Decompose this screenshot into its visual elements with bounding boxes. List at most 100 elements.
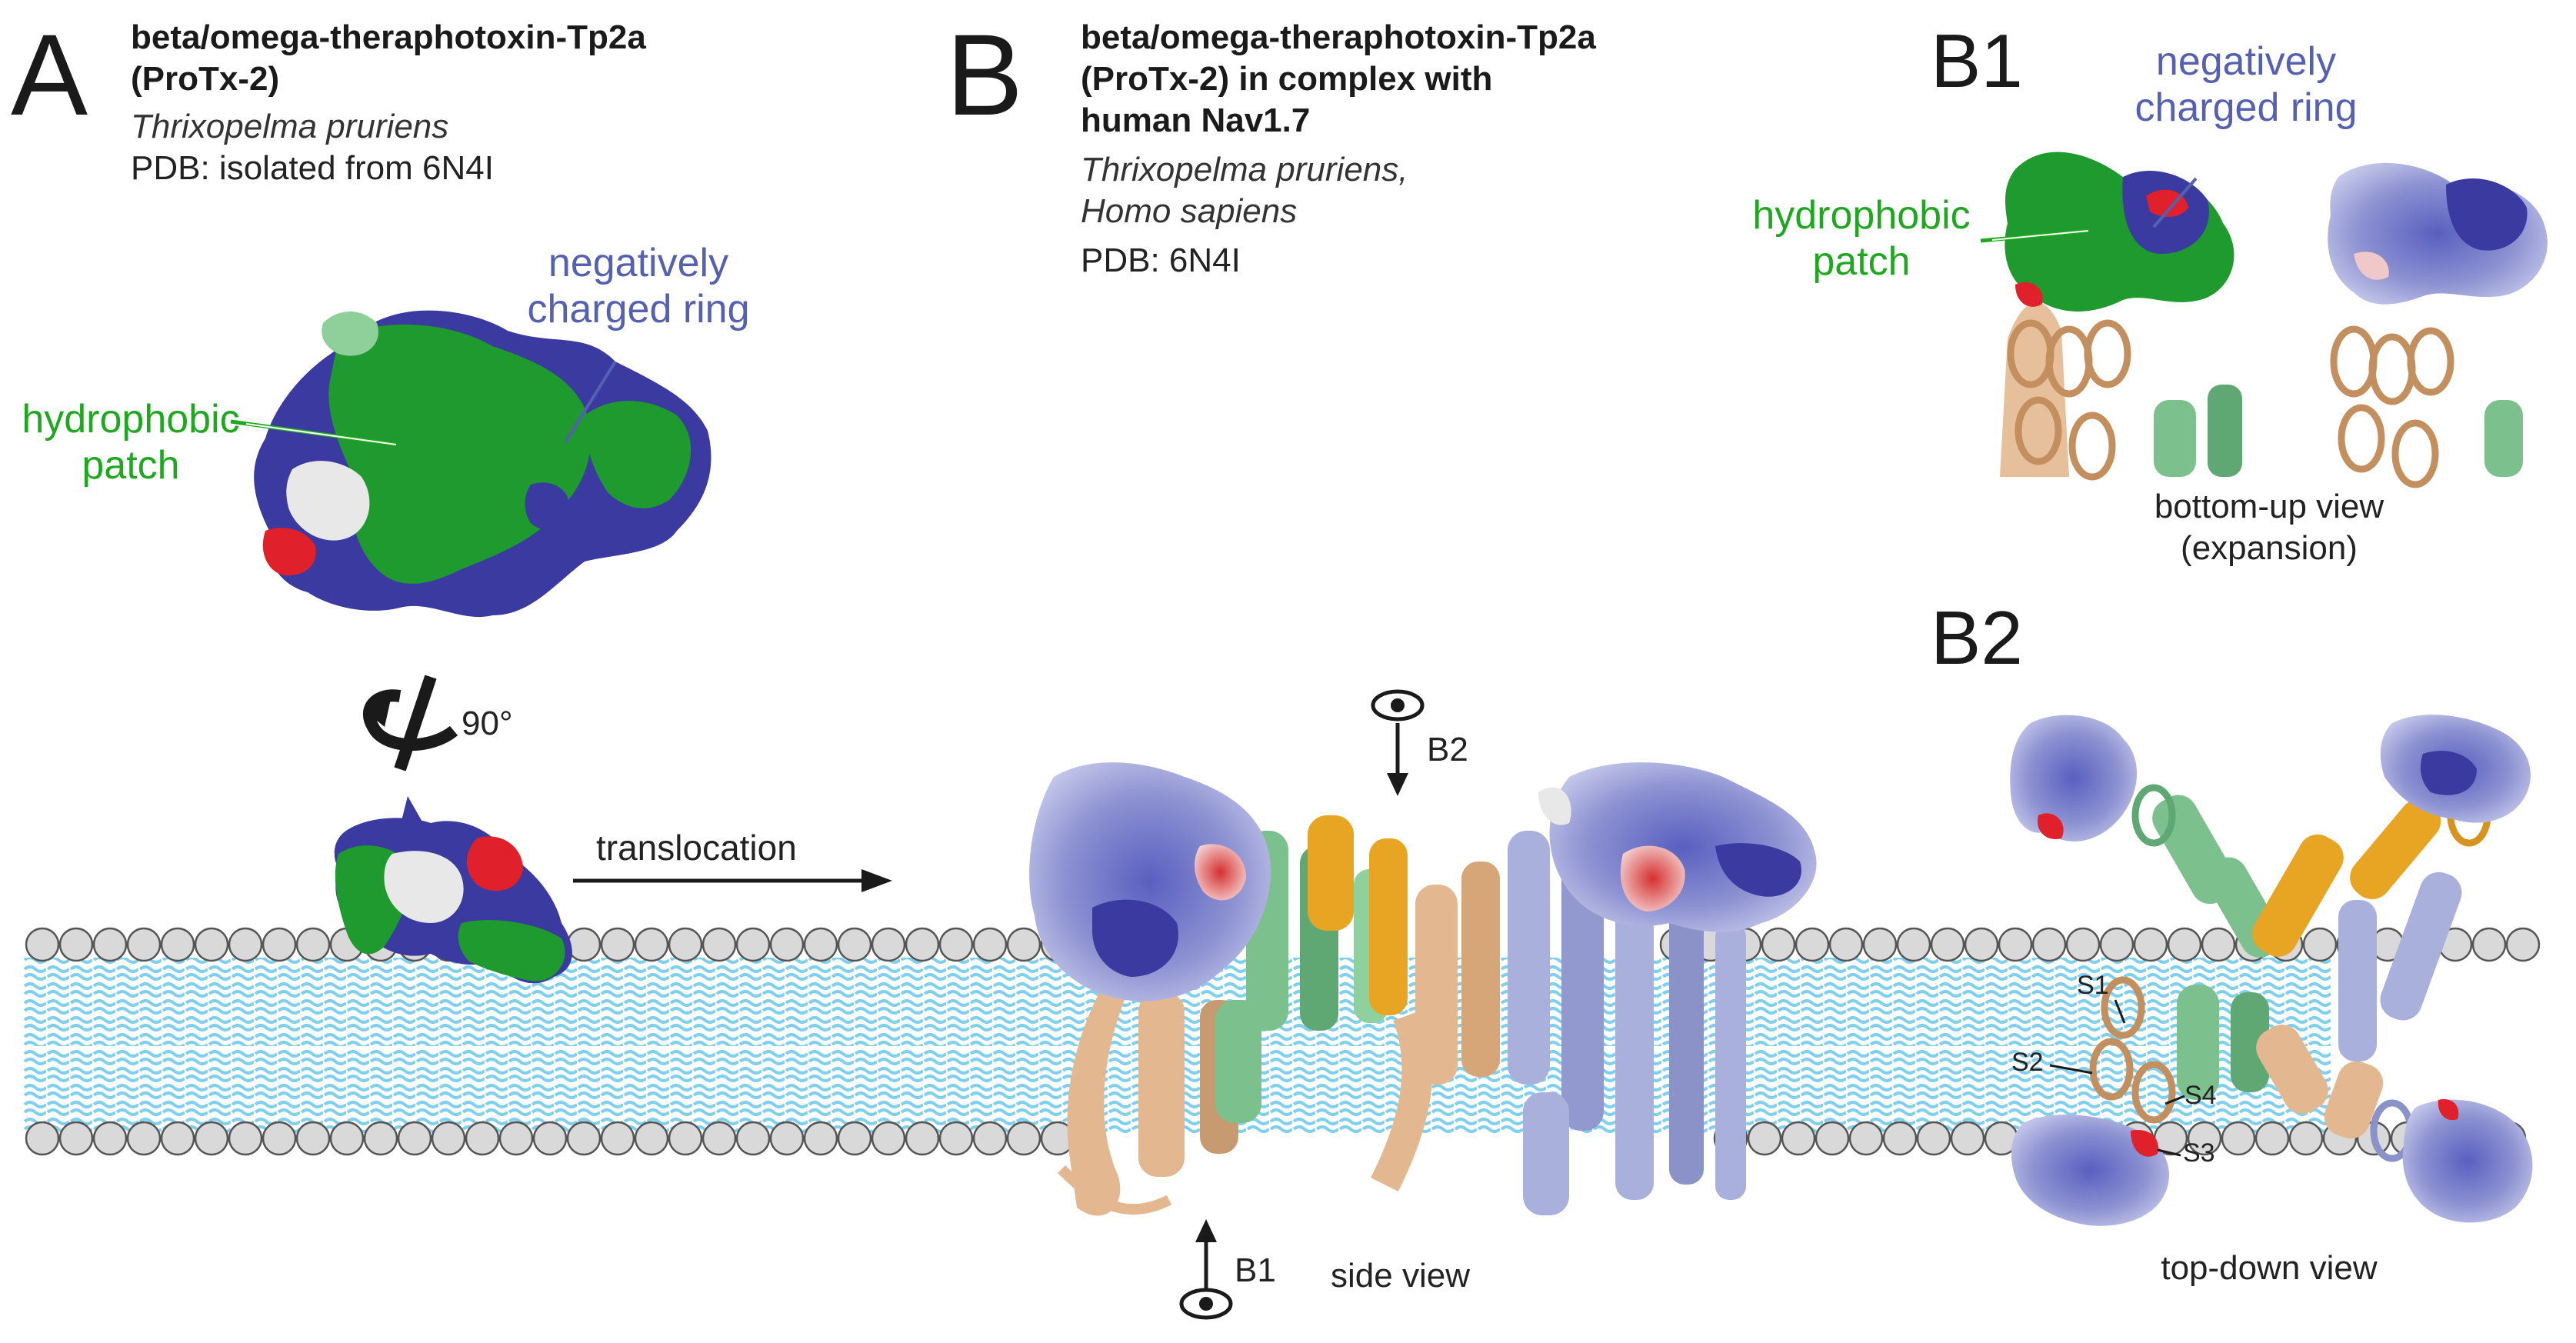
lipid-head (668, 927, 703, 962)
lipid-head (228, 927, 263, 962)
lipid-head (92, 927, 128, 962)
pore-tan-center (1371, 861, 1500, 1191)
lipid-head (2505, 927, 2541, 962)
b2-toxin-bottom-left (2011, 1115, 2169, 1226)
panel-a-pdb: PDB: isolated from 6N4I (131, 149, 494, 187)
lipid-head (2065, 927, 2101, 962)
lipid-head (397, 1121, 432, 1156)
label-negative-ring-a-line2: charged ring (527, 287, 750, 332)
lipid-head (1930, 927, 1965, 962)
lipid-head (58, 1121, 94, 1156)
lipid-head (634, 1121, 669, 1156)
panel-a-title-line1: beta/omega-theraphotoxin-Tp2a (131, 18, 646, 56)
eye-icon-b1 (1179, 1219, 1233, 1320)
b1-left-hydrophobic-view (1980, 152, 2242, 481)
lipid-head (735, 927, 771, 962)
toxin-surface-top-view (230, 310, 711, 618)
lipid-head (2133, 927, 2168, 962)
lipid-head (1882, 1121, 1918, 1156)
toxin-surface-right-red (1620, 845, 1685, 911)
lipid-head (465, 1121, 500, 1156)
lipid-head (1862, 927, 1898, 962)
label-hydrophobic-patch-b1-line1: hydrophobic (1752, 193, 1971, 238)
eye-label-b1: B1 (1235, 1251, 1276, 1289)
translocation-arrow (573, 869, 892, 892)
eye-icon-b2 (1371, 689, 1425, 796)
negative-leader-B1 (2152, 177, 2198, 228)
b1-left-helices (2007, 319, 2242, 481)
helix-label-s4: S4 (2184, 1081, 2217, 1110)
lipid-head (871, 1121, 906, 1156)
lipid-head (1006, 927, 1041, 962)
lipid-head (363, 1121, 398, 1156)
lipid-head (2031, 927, 2067, 962)
lipid-head (25, 1121, 60, 1156)
b1-right-helices (2330, 325, 2523, 488)
lipid-head (295, 927, 331, 962)
toxin-surface-left-red (1195, 844, 1246, 901)
lipid-head (1964, 927, 1999, 962)
lipid-head (2254, 1121, 2290, 1156)
b2-toxin-top-left (2010, 715, 2138, 841)
lipid-head (1896, 927, 1931, 962)
lipid-head (1781, 1121, 1816, 1156)
b1-caption-line1: bottom-up view (2154, 488, 2384, 525)
lipid-head (92, 1121, 128, 1156)
lipid-head (566, 927, 602, 962)
lipid-head (1747, 1121, 1782, 1156)
lipid-head (295, 1121, 331, 1156)
lipid-head (160, 927, 195, 962)
lipid-head (532, 1121, 568, 1156)
lipid-head (329, 1121, 365, 1156)
lipid-head (2167, 927, 2202, 962)
label-hydrophobic-patch-a-line2: patch (82, 443, 180, 488)
hydrophobic-leader-B1-white (1991, 230, 2089, 241)
lipid-head (1828, 927, 1864, 962)
lipid-head (1761, 927, 1796, 962)
toxin-surface-left (1029, 762, 1271, 1001)
panel-a-title-line2: (ProTx-2) (131, 60, 280, 98)
panel-b-title-line1: beta/omega-theraphotoxin-Tp2a (1081, 18, 1596, 56)
lipid-head (1848, 1121, 1884, 1156)
lipid-head (431, 1121, 466, 1156)
lipid-head (194, 927, 229, 962)
panel-b-title-line3: human Nav1.7 (1081, 102, 1311, 139)
b1-caption-line2: (expansion) (2181, 529, 2358, 567)
lipid-head (600, 1121, 635, 1156)
lipid-head (1795, 927, 1830, 962)
panel-b-pdb: PDB: 6N4I (1081, 242, 1241, 279)
panel-b-species-line2: Homo sapiens (1081, 192, 1298, 230)
lipid-head (668, 1121, 703, 1156)
label-negative-ring-a-line1: negatively (548, 241, 729, 285)
helix-label-s2: S2 (2011, 1048, 2044, 1077)
label-negative-ring-b1-line2: charged ring (2134, 85, 2358, 130)
lipid-head (735, 1121, 771, 1156)
negative-leader-A (564, 360, 617, 444)
nav17-complex-side-view (1029, 762, 1817, 1216)
lipid-head (905, 927, 940, 962)
lipid-head (160, 1121, 195, 1156)
lipid-head (634, 927, 669, 962)
translocation-label: translocation (596, 828, 797, 868)
panel-letter-a: A (11, 10, 88, 139)
helix-label-s1: S1 (2077, 971, 2109, 1000)
lipid-head (803, 1121, 838, 1156)
eye-label-b2: B2 (1427, 731, 1468, 768)
hydrophobic-leader-A-white (245, 423, 397, 445)
lipid-head (228, 1121, 263, 1156)
toxin-surface-right (1549, 762, 1817, 932)
lipid-head (2471, 927, 2507, 962)
lipid-head (25, 927, 60, 962)
lipid-head (2201, 927, 2236, 962)
lipid-head (837, 1121, 872, 1156)
rotation-label: 90° (462, 705, 513, 742)
lipid-head (938, 1121, 974, 1156)
b2-helices (2089, 784, 2491, 1162)
lipid-head (938, 927, 974, 962)
lipid-head (1916, 1121, 1951, 1156)
lipid-head (905, 1121, 940, 1156)
panel-letter-b: B (946, 10, 1024, 139)
lipid-head (2187, 1121, 2222, 1156)
